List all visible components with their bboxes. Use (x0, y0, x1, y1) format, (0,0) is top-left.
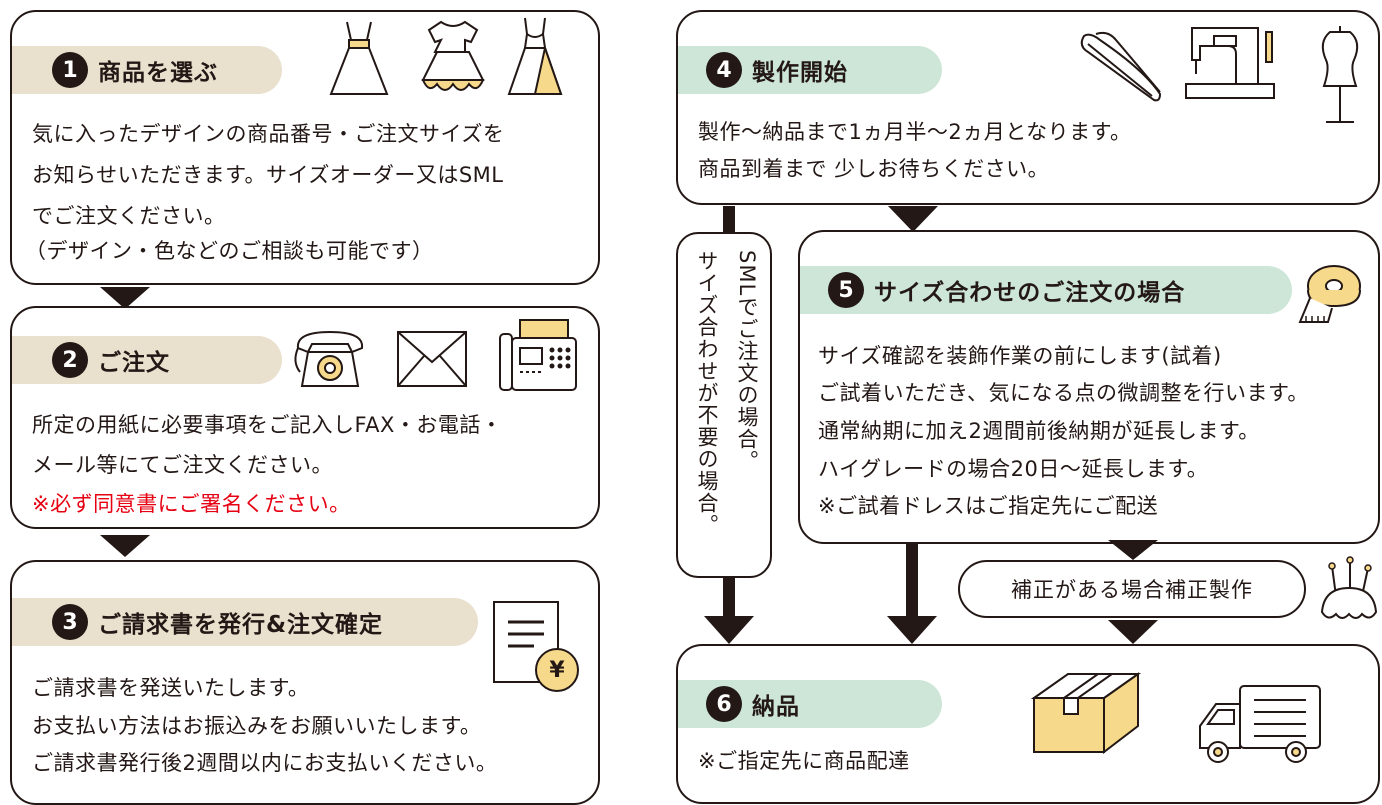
step-3-line-1: ご請求書を発送いたします。 (32, 676, 310, 700)
step-1-line-1: 気に入ったデザインの商品番号・ご注文サイズを (32, 122, 505, 146)
envelope-icon (397, 331, 467, 387)
dress-form-icon (1321, 26, 1359, 123)
tape-measure-icon (1298, 265, 1361, 323)
step-5-title: サイズ合わせのご注文の場合 (874, 280, 1186, 306)
step-5-line-2: ご試着いただき、気になる点の微調整を行います。 (818, 381, 1309, 405)
step-4-header: 4 製作開始 (678, 46, 942, 94)
step-5-line-3: 通常納期に加え2週間前後納期が延長します。 (818, 419, 1260, 443)
arrow-down-icon (1108, 540, 1158, 560)
cardboard-box-icon (1030, 672, 1142, 755)
step-4-line-2: 商品到着まで 少しお待ちください。 (698, 157, 1050, 181)
step-4-line-1: 製作～納品まで1ヵ月半～2ヵ月となります。 (698, 120, 1132, 144)
step-2-line-2: メール等にてご注文ください。 (32, 453, 333, 477)
step-1-line-4: （デザイン・色などのご相談も可能です） (25, 239, 434, 263)
step-5-line-1: サイズ確認を装飾作業の前にします(試着) (818, 344, 1222, 368)
delivery-truck-icon (1199, 685, 1321, 763)
step-2-line-1: 所定の用紙に必要事項をご記入しFAX・お電話・ (32, 413, 503, 437)
step-6-title: 納品 (752, 694, 800, 720)
step-5-line-4: ハイグレードの場合20日～延長します。 (818, 457, 1209, 481)
step-5-number: 5 (828, 272, 864, 308)
arrow-down-icon (704, 616, 754, 644)
correction-box: 補正がある場合補正製作 (958, 560, 1306, 618)
step-3-header: 3 ご請求書を発行&注文確定 (12, 598, 478, 646)
step-2-title: ご注文 (98, 350, 170, 376)
step-2-header: 2 ご注文 (12, 336, 282, 384)
branch-note-sml: SMLでご注文の場合。 (735, 250, 759, 473)
arrow-down-icon (100, 535, 150, 557)
step-6-line-1: ※ご指定先に商品配達 (698, 749, 910, 773)
step-1-number: 1 (52, 52, 88, 88)
step-1-title: 商品を選ぶ (98, 60, 218, 86)
sewing-machine-icon (1185, 27, 1275, 99)
step-1-line-2: お知らせいただきます。サイズオーダー又はSML (32, 163, 504, 187)
arrow-down-icon (888, 206, 938, 232)
step-6-header: 6 納品 (678, 680, 942, 728)
fax-icon (499, 319, 577, 391)
arrow-down-icon (1108, 620, 1158, 644)
scissors-icon (1080, 31, 1162, 102)
dress-icon (507, 17, 563, 95)
pincushion-icon (1320, 556, 1378, 619)
step-3-line-3: ご請求書発行後2週間以内にお支払いください。 (32, 751, 498, 775)
telephone-icon (294, 330, 364, 387)
yen-symbol: ¥ (549, 657, 565, 683)
step-5-line-5: ※ご試着ドレスはご指定先にご配送 (818, 494, 1159, 518)
step-3-number: 3 (52, 604, 88, 640)
step-3-line-2: お支払い方法はお振込みをお願いいたします。 (32, 714, 482, 738)
step-4-number: 4 (706, 52, 742, 88)
branch-note-box (676, 232, 772, 578)
step-4-title: 製作開始 (752, 60, 848, 86)
arrow-down-icon (887, 616, 937, 644)
step-1-line-3: でご注文ください。 (32, 204, 226, 228)
step-2-number: 2 (52, 342, 88, 378)
step-5-header: 5 サイズ合わせのご注文の場合 (800, 266, 1292, 314)
branch-note-no-fitting: サイズ合わせが不要の場合。 (695, 250, 719, 536)
step-6-number: 6 (706, 686, 742, 722)
step-5-to-6-line (906, 544, 918, 618)
yen-badge: ¥ (535, 648, 579, 692)
dress-icon (421, 20, 485, 91)
step-4-box (676, 10, 1380, 205)
step-1-header: 1 商品を選ぶ (12, 46, 282, 94)
step-3-title: ご請求書を発行&注文確定 (98, 612, 384, 638)
correction-label: 補正がある場合補正製作 (1011, 578, 1253, 602)
step-2-warning: ※必ず同意書にご署名ください。 (32, 492, 351, 516)
arrow-down-icon (100, 287, 150, 309)
dress-icon (329, 21, 389, 95)
